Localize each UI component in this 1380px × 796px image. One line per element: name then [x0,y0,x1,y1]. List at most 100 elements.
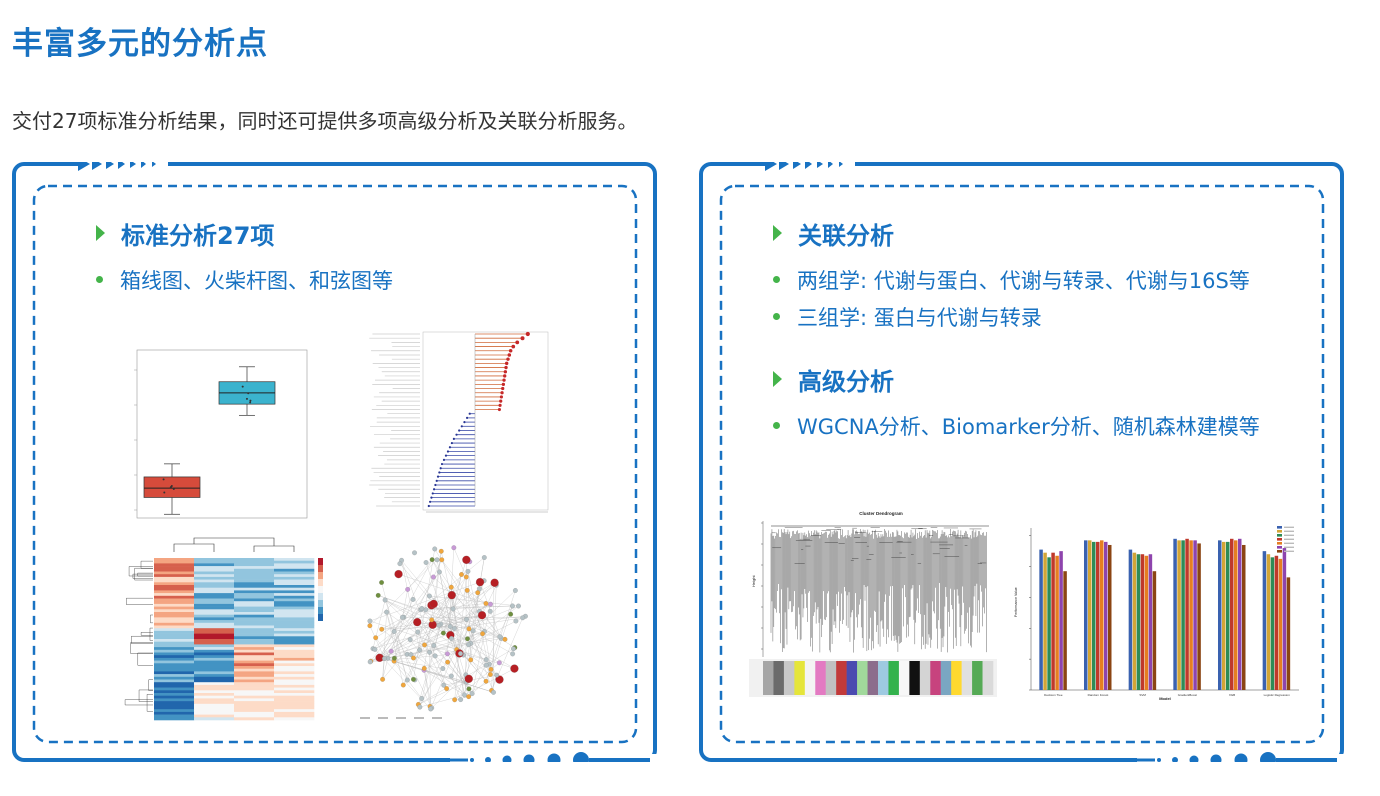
cluster-dendrogram-chart: Cluster DendrogramHeightModule colors [749,511,997,697]
heatmap-cell [194,687,235,691]
network-edge [432,551,442,625]
heatmap-cell [154,574,195,578]
network-edge [387,605,519,659]
column-dendrogram [253,545,295,552]
heatmap-cell [234,711,275,715]
bar [1136,554,1141,690]
network-edge [418,681,467,705]
lollipop-dot [440,462,444,466]
network-node [375,593,381,598]
heatmap-cell [274,622,315,626]
heatmap-cell [274,585,315,588]
heatmap-cell [154,628,195,632]
module-color-block [825,661,837,695]
column-dendrogram [173,543,215,552]
network-edge [398,573,486,604]
dendrogram-title: Cluster Dendrogram [859,511,903,516]
network-node [466,694,472,700]
network-node [483,678,489,684]
network-node [429,617,435,623]
bar [1108,544,1112,690]
heatmap-cell [274,679,315,683]
heatmap-cell [154,690,195,694]
bullet-item: 三组学: 蛋白与代谢与转录 [773,302,1042,332]
module-color-block [940,661,952,695]
heatmap-cell [194,701,235,705]
legend-swatch [318,593,323,600]
module-color-block [909,661,921,695]
heatmap-cell [234,560,275,564]
network-node [512,588,518,593]
network-edge [471,605,513,694]
heatmap-cell [274,682,315,686]
network-node [450,606,456,612]
lollipop-dot [434,483,437,487]
row-dendrogram [124,699,153,706]
heatmap-cell [274,601,315,605]
heatmap-cell [154,563,195,567]
network-node [464,616,469,622]
bar [1148,554,1153,690]
box-point [249,401,252,404]
lollipop-dot [497,407,501,412]
heatmap-cell [194,625,235,629]
network-node [490,578,499,587]
network-edge [401,560,447,689]
network-edge [467,590,487,604]
bar [1193,540,1197,690]
network-node [481,555,487,560]
heatmap-cell [154,630,195,634]
heatmap-cell [194,630,235,634]
network-edge [484,605,519,632]
heatmap-cell [194,560,235,564]
heatmap-cell [274,690,315,694]
network-node [429,557,435,563]
bar [1047,557,1051,690]
bar [1132,552,1137,690]
heatmap-cell [274,695,315,699]
network-node [417,704,423,710]
heatmap-cell [194,660,235,664]
network-node [367,659,373,665]
network-node [432,546,438,552]
heatmap-cell [154,695,195,699]
lollipop-dot [438,471,441,474]
row-dendrogram [134,567,153,581]
heatmap-cell [274,666,315,669]
heatmap-cell [274,703,315,707]
bar [1230,538,1234,690]
heatmap-cell [154,614,195,618]
bar [1152,571,1157,690]
box-point [163,491,166,494]
module-color-block [794,661,806,695]
lollipop-dot [431,492,434,495]
network-edge [379,638,452,658]
heatmap-cell [234,622,275,626]
network-node [391,655,397,661]
network-node [449,636,454,641]
network-node [410,597,416,602]
bar [1234,540,1238,690]
network-edge [386,612,404,686]
heatmap-cell [274,630,315,634]
module-color-block [888,661,900,695]
heatmap-cell [274,571,315,575]
bullet-text: 三组学: 蛋白与代谢与转录 [797,306,1042,330]
network-node [440,666,446,671]
network-node [496,660,502,666]
network-edge [382,658,388,680]
network-node [411,655,416,661]
network-edge [375,608,422,638]
heatmap-cell [234,606,275,610]
heatmap-cell [194,606,235,610]
lollipop-dot [507,353,512,357]
network-edge [468,617,523,645]
box-point [245,397,248,400]
dot-bullet-icon [96,276,103,283]
network-node [423,560,429,565]
legend-swatch [318,614,323,621]
network-edge [369,625,385,659]
heatmap-cell [194,603,235,607]
network-node [380,676,386,682]
heatmap-cell [154,617,195,621]
